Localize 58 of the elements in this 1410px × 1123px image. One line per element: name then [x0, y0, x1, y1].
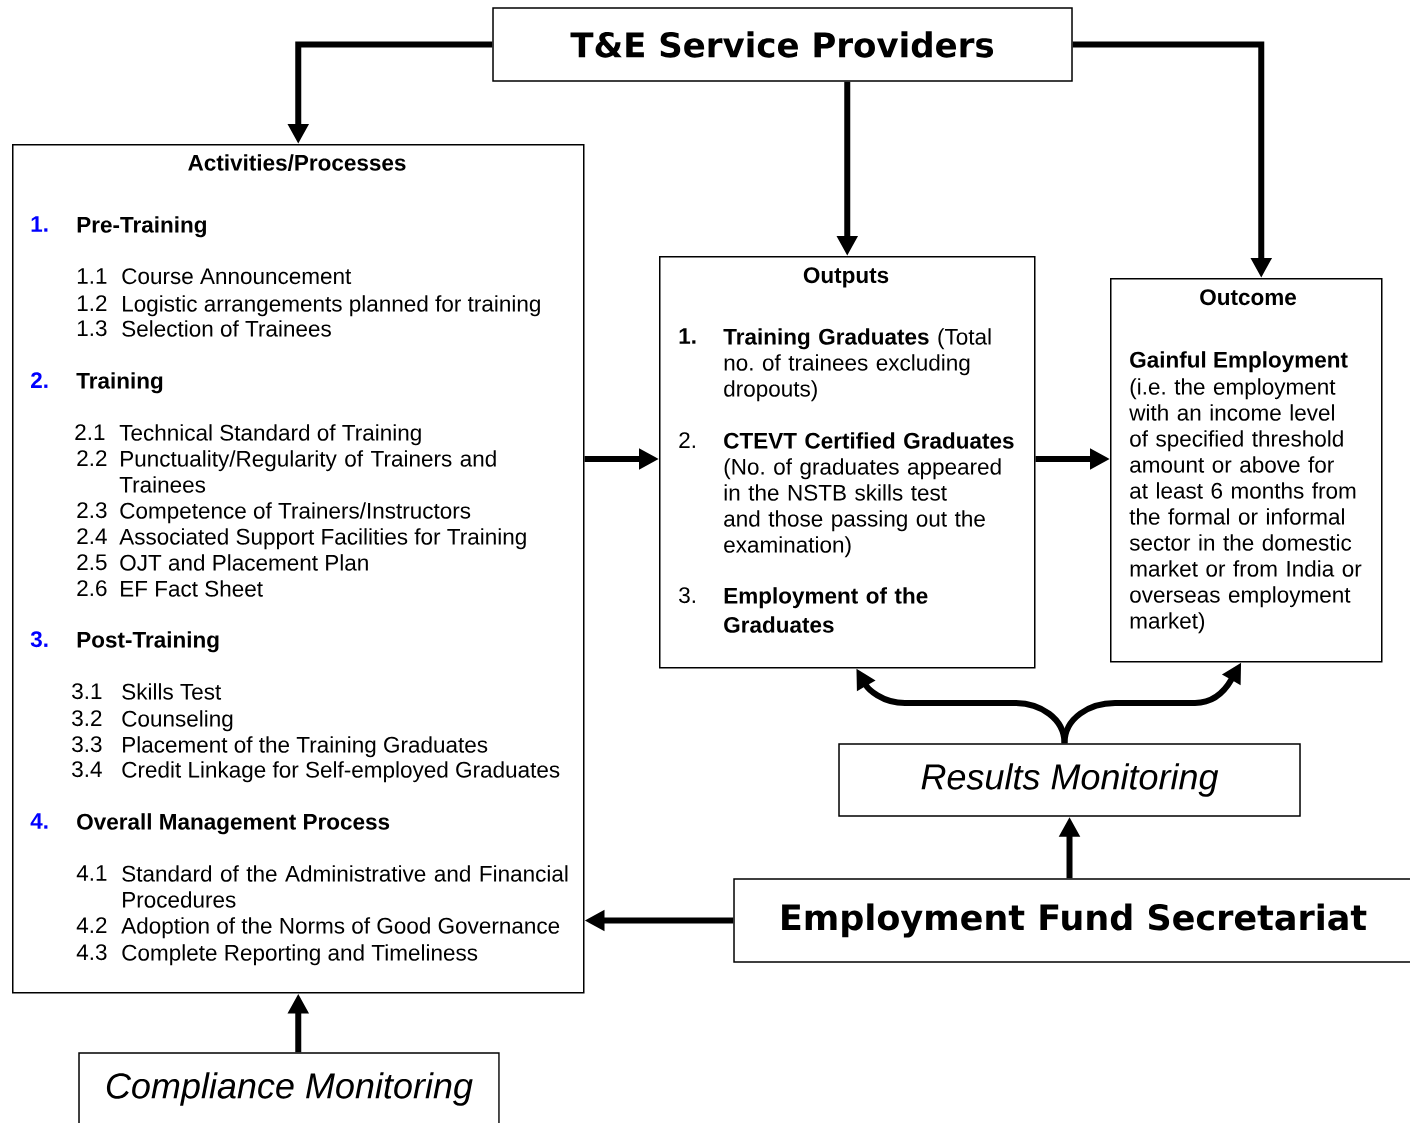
list-item: Adoption of the Norms of Good Governance: [121, 917, 560, 939]
list-item: Technical Standard of Training: [119, 424, 421, 446]
list-item: Punctuality/Regularity of Trainers and Trainees: [119, 450, 496, 493]
list-item: CTEVT Certified Graduates (No. of graduates appeared in the NSTB skills test and those passing out the examination): [724, 432, 1014, 558]
item-number: 2.4: [77, 528, 107, 544]
section-number: 4.: [30, 813, 48, 829]
list-item: Selection of Trainees: [122, 320, 331, 337]
outputs-box: [659, 256, 1036, 669]
section-heading: Pre-Training: [77, 216, 206, 238]
section-heading: Training: [76, 372, 163, 394]
monitoring-box: Results Monitoring: [838, 743, 1301, 817]
outcome-box: [1110, 278, 1383, 663]
list-item: Associated Support Facilities for Training: [119, 528, 526, 550]
list-item: Logistic arrangements planned for training: [123, 295, 540, 317]
item-number: 3.3: [72, 736, 102, 753]
list-item: Credit Linkage for Self-employed Graduates: [122, 761, 560, 783]
section-number: 3.: [30, 631, 48, 648]
item-number: 1.2: [77, 295, 107, 311]
item-number: 3.2: [72, 710, 102, 727]
section-number: 2.: [31, 372, 48, 388]
list-item: Employment of the Graduates: [724, 587, 928, 633]
box-heading: Activities/Processes: [188, 154, 406, 171]
box-heading: Outcome: [1200, 289, 1296, 306]
section-heading: Overall Management Process: [77, 813, 390, 835]
list-item: EF Fact Sheet: [121, 580, 263, 597]
list-item: Course Announcement: [122, 268, 352, 285]
item-number: 3.1: [72, 683, 102, 700]
item-number: 2.: [679, 432, 695, 448]
item-number: 2.2: [77, 450, 107, 466]
section-heading: 1.: [679, 328, 696, 344]
item-number: 2.5: [77, 554, 107, 571]
secretariat-box: Employment Fund Secretariat: [733, 878, 1410, 963]
item-number: 4.2: [76, 917, 107, 933]
box-heading: Outputs: [803, 267, 889, 288]
activities-box: [12, 144, 585, 994]
list-item: Competence of Trainers/Instructors: [120, 502, 471, 524]
list-item: Training Graduates (Total no. of trainees excluding dropouts): [723, 328, 991, 402]
list-item: OJT and Placement Plan: [120, 554, 368, 571]
section-heading: Gainful Employment: [1130, 351, 1348, 373]
list-item: Standard of the Administrative and Financial Procedures: [122, 865, 568, 908]
header-box: T&E Service Providers: [492, 7, 1073, 82]
section-heading: Post-Training: [77, 631, 219, 653]
list-item: (i.e. the employment with an income level of specified threshold amount or above for at least 6 months from the formal or informal sector in the domestic market or from India or overseas employment market): [1129, 378, 1362, 634]
item-number: 4.3: [76, 944, 107, 961]
list-item: Placement of the Training Graduates: [123, 736, 488, 758]
list-item: Counseling: [122, 710, 233, 732]
list-item: Complete Reporting and Timeliness: [122, 944, 478, 966]
list-item: Skills Test: [122, 683, 222, 700]
item-number: 2.3: [77, 502, 107, 519]
item-number: 1.3: [77, 320, 107, 337]
item-number: 2.1: [75, 424, 105, 440]
monitoring-box: Compliance Monitoring: [78, 1052, 500, 1123]
item-number: 3.: [679, 587, 695, 604]
item-number: 1.1: [77, 268, 107, 284]
item-number: 4.1: [76, 865, 107, 881]
section-number: 1.: [31, 216, 48, 232]
item-number: 3.4: [72, 761, 102, 778]
item-number: 2.6: [77, 580, 107, 597]
